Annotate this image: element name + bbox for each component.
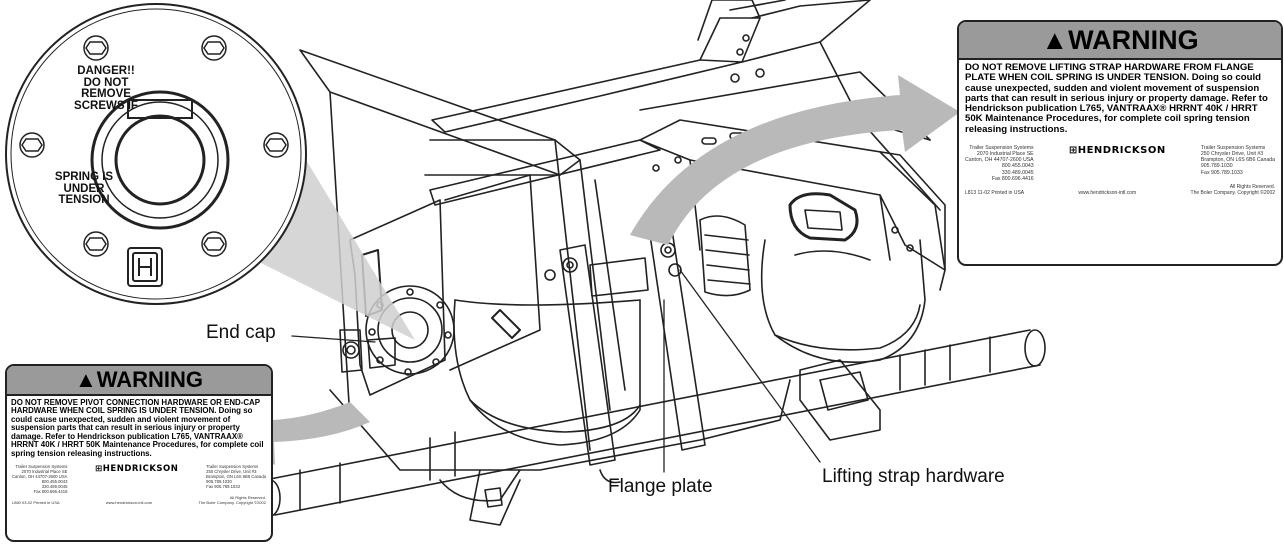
website: www.hendrickson-intl.com <box>105 500 153 506</box>
warning-triangle-icon: ▲ <box>74 367 97 392</box>
website: www.hendrickson-intl.com <box>1078 190 1137 197</box>
warning-meta: L813 11-02 Printed in USA www.hendrickso… <box>959 182 1281 196</box>
warning-meta: L860 03-02 Printed in USA www.hendrickso… <box>7 494 271 505</box>
axle <box>259 329 1046 526</box>
disc-line-2: DO NOT <box>83 76 129 89</box>
warning-title: WARNING <box>1068 25 1199 55</box>
flange-plate-label: Flange plate <box>608 476 713 497</box>
hendrickson-logo: ⊞HENDRICKSON <box>1068 144 1166 156</box>
disc-line-5: SPRING IS <box>54 171 114 183</box>
lifting-straps <box>491 229 706 484</box>
disc-danger-text: DANGER!! DO NOT REMOVE SCREWS IF <box>58 65 154 112</box>
warning-title: WARNING <box>96 367 204 392</box>
hendrickson-h-logo <box>127 247 163 287</box>
h-logo-icon: ⊞ <box>1068 144 1078 156</box>
disc-tension-text: SPRING IS UNDER TENSION <box>44 171 124 207</box>
warning-header: ▲WARNING <box>7 366 271 396</box>
lifting-strap-label: Lifting strap hardware <box>822 466 1005 487</box>
rights-2: The Boler Company. Copyright ©2002 <box>1190 190 1275 197</box>
rights-1: All Rights Reserved. <box>1229 184 1275 191</box>
disc-line-3: REMOVE <box>81 88 131 100</box>
warning-header: ▲WARNING <box>959 22 1281 60</box>
disc-line-7: TENSION <box>58 194 110 206</box>
disc-line-1: DANGER!! <box>77 65 135 77</box>
rights-2: The Boler Company. Copyright ©2002 <box>198 500 266 506</box>
warning-label-pivot-connection: ▲WARNING DO NOT REMOVE PIVOT CONNECTION … <box>5 364 273 542</box>
disc-line-4: SCREWS IF <box>74 99 138 112</box>
h-logo-icon: ⊞ <box>95 464 103 475</box>
magnified-end-cap <box>5 3 415 340</box>
leader-lines <box>291 269 821 473</box>
warning-triangle-icon: ▲ <box>1041 25 1069 55</box>
publication-code: L860 03-02 Printed in USA <box>12 500 60 506</box>
hendrickson-logo: ⊞HENDRICKSON <box>95 464 179 475</box>
warning-body: DO NOT REMOVE LIFTING STRAP HARDWARE FRO… <box>965 62 1268 135</box>
end-cap-label: End cap <box>206 322 276 343</box>
air-springs <box>453 215 926 446</box>
disc-line-6: UNDER <box>63 182 105 195</box>
publication-code: L813 11-02 Printed in USA <box>965 190 1025 197</box>
rights-1: All Rights Reserved. <box>229 495 266 501</box>
warning-body: DO NOT REMOVE PIVOT CONNECTION HARDWARE … <box>11 398 264 458</box>
warning-label-lifting-strap: ▲WARNING DO NOT REMOVE LIFTING STRAP HAR… <box>957 20 1283 266</box>
